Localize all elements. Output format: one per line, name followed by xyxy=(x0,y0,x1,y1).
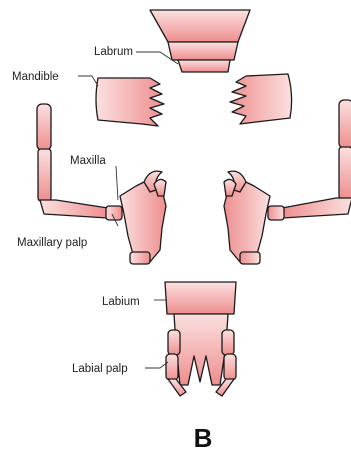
label-mandible: Mandible xyxy=(12,71,59,83)
labrum xyxy=(150,10,250,72)
label-labrum: Labrum xyxy=(94,46,133,58)
label-maxilla: Maxilla xyxy=(70,155,106,167)
label-labial-palp: Labial palp xyxy=(72,363,128,375)
mandible-right xyxy=(230,74,292,124)
label-labium: Labium xyxy=(102,296,140,308)
label-maxillary-palp: Maxillary palp xyxy=(17,237,87,249)
maxilla-right xyxy=(224,171,270,264)
maxilla-left xyxy=(120,171,166,264)
mandible-left xyxy=(96,78,164,126)
panel-letter: B xyxy=(194,423,213,453)
